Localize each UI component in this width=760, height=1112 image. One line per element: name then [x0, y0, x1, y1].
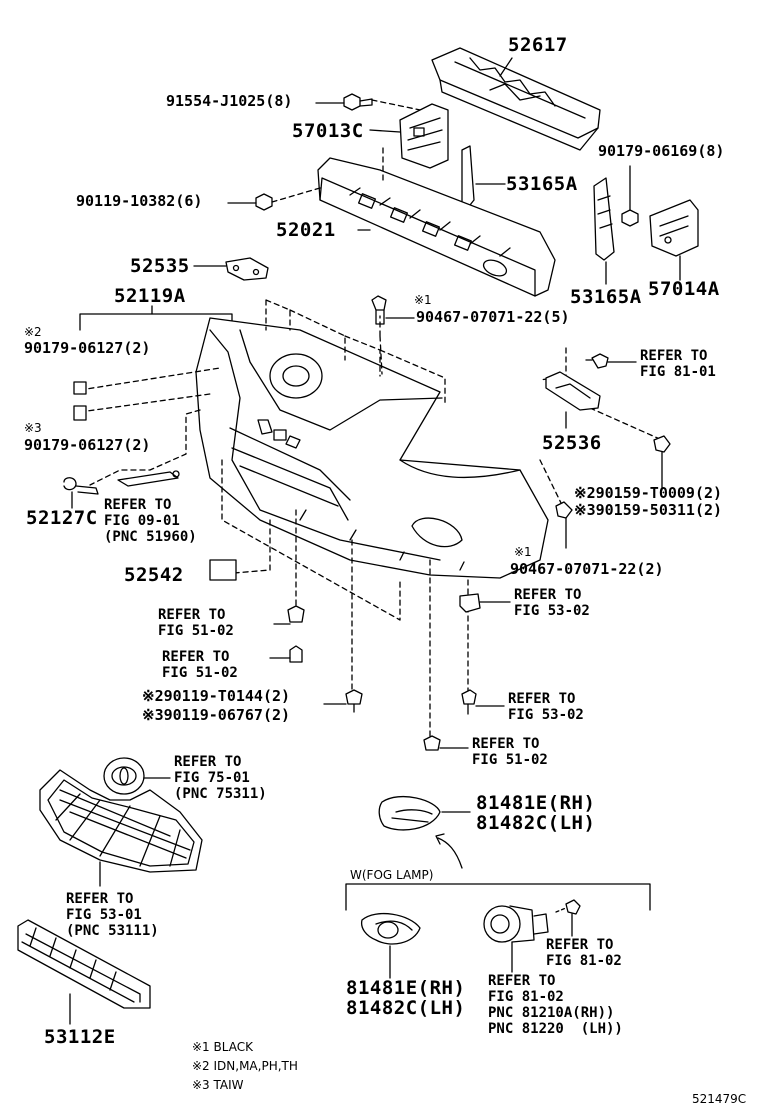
cap-52127C	[63, 477, 99, 495]
bolt-90119-10382-icon	[255, 193, 273, 211]
emblem-icon	[103, 757, 145, 795]
label-52119A: 52119A	[114, 285, 186, 307]
side-bracket-57013C	[399, 103, 449, 169]
label-81481E-top: 81481E(RH)	[476, 792, 596, 814]
screw-refer-81-01-icon	[585, 353, 609, 369]
mark-1-bottom: ※1	[514, 545, 532, 559]
screw-refer-51-02-c-icon	[423, 735, 441, 751]
label-52127C: 52127C	[26, 507, 98, 529]
label-57013C: 57013C	[292, 120, 364, 142]
label-90467-top: 90467-07071-22(5)	[416, 308, 570, 326]
label-52535: 52535	[130, 255, 190, 277]
clip-53165A-lower	[593, 177, 615, 261]
clip-53165A-upper	[461, 145, 475, 211]
screw-90119-T0144-icon	[345, 689, 363, 713]
energy-absorber-52021	[317, 157, 556, 297]
lower-grille-53112E	[17, 919, 151, 1009]
fog-lamp-icon	[483, 905, 549, 943]
nut-90179-06127-a-icon	[73, 381, 87, 395]
fog-lamp-option-label: W(FOG LAMP)	[350, 868, 434, 882]
bracket-52535	[225, 257, 269, 281]
clip-90467-top-icon	[371, 295, 387, 325]
label-52021: 52021	[276, 219, 336, 241]
label-52617: 52617	[508, 34, 568, 56]
label-91554: 91554-J1025(8)	[166, 92, 293, 110]
label-90179-06127-a: 90179-06127(2)	[24, 339, 151, 357]
label-90119-T0144: ※290119-T0144(2)	[142, 687, 291, 705]
legend-note-1: ※1 BLACK	[192, 1040, 253, 1054]
figure-id: 521479C	[692, 1092, 747, 1106]
screw-90159-icon	[653, 435, 671, 453]
clip-refer-53-02-icon	[459, 593, 481, 613]
label-90179-06127-b: 90179-06127(2)	[24, 436, 151, 454]
screw-refer-51-02-a-icon	[287, 605, 305, 623]
clip-90467-bottom-icon	[555, 501, 573, 519]
tow-hook-icon	[117, 470, 180, 487]
label-57014A: 57014A	[648, 278, 720, 300]
bumper-cover-52119A	[195, 317, 549, 579]
label-90119-10382: 90119-10382(6)	[76, 192, 203, 210]
label-90159-50311: ※390159-50311(2)	[574, 501, 723, 519]
label-53165A-upper: 53165A	[506, 173, 578, 195]
label-81482C-top: 81482C(LH)	[476, 812, 596, 834]
reinforcement-bracket-52617	[431, 47, 601, 151]
label-90119-06767: ※390119-06767(2)	[142, 706, 291, 724]
leader-52617	[499, 57, 513, 77]
radiator-grille-53111	[39, 769, 203, 873]
label-90159-T0009: ※290159-T0009(2)	[574, 484, 723, 502]
label-53112E: 53112E	[44, 1026, 116, 1048]
screw-refer-51-02-b-icon	[289, 645, 303, 663]
support-52536	[545, 371, 601, 411]
label-90179-06169: 90179-06169(8)	[598, 142, 725, 160]
legend-note-2: ※2 IDN,MA,PH,TH	[192, 1059, 298, 1073]
screw-fog-lamp-icon	[555, 899, 581, 915]
bolt-91554-icon	[343, 93, 373, 111]
label-53165A-lower: 53165A	[570, 286, 642, 308]
mark-1-top: ※1	[414, 293, 432, 307]
label-81482C-bottom: 81482C(LH)	[346, 997, 466, 1019]
nut-90179-06127-b-icon	[73, 405, 87, 421]
nut-90179-06169-icon	[621, 209, 639, 227]
label-52536: 52536	[542, 432, 602, 454]
label-90467-bottom: 90467-07071-22(2)	[510, 560, 664, 578]
legend-note-3: ※3 TAIW	[192, 1078, 244, 1092]
fog-cover-top	[378, 795, 441, 831]
label-52542: 52542	[124, 564, 184, 586]
plate-52542	[209, 559, 237, 581]
fog-cover-bottom	[360, 912, 421, 945]
mark-2-a: ※2	[24, 325, 42, 339]
mark-3-a: ※3	[24, 421, 42, 435]
side-bracket-57014A	[649, 199, 699, 257]
screw-refer-53-02-icon	[461, 689, 477, 715]
label-81481E-bottom: 81481E(RH)	[346, 977, 466, 999]
